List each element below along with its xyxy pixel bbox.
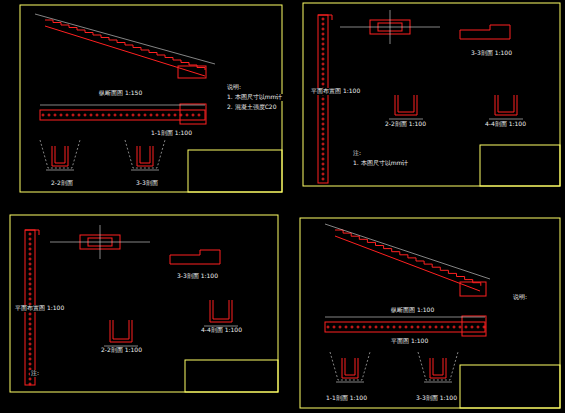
note-text: 说明:: [226, 84, 242, 91]
view-title: 3-3剖面 1:100: [415, 395, 458, 402]
view-title: 3-3剖面 1:100: [470, 50, 513, 57]
view-title: 平面布置图 1:100: [310, 88, 361, 95]
view-title: 1-1剖面 1:100: [150, 130, 193, 137]
note-text: 1. 本图尺寸以mm计: [352, 160, 409, 167]
view-title: 2-2剖面: [50, 180, 74, 187]
note-text: 1. 本图尺寸以mm计: [226, 94, 283, 101]
view-title: 4-4剖面 1:100: [200, 327, 243, 334]
view-title: 4-4剖面 1:100: [484, 121, 527, 128]
note-text: 注:: [352, 150, 362, 157]
view-title: 平面图 1:100: [390, 338, 429, 345]
view-title: 1-1剖面 1:100: [325, 395, 368, 402]
view-title: 纵断面图 1:100: [390, 307, 435, 314]
view-title: 2-2剖面 1:100: [384, 121, 427, 128]
view-title: 纵断面图 1:150: [98, 90, 143, 97]
view-title: 3-3剖面: [135, 180, 159, 187]
view-title: 2-2剖面 1:100: [100, 347, 143, 354]
note-text: 注:: [30, 370, 40, 377]
note-text: 2. 混凝土强度C20: [226, 104, 277, 111]
note-text: 说明:: [512, 294, 528, 301]
view-title: 3-3剖面 1:100: [176, 273, 219, 280]
view-title: 平面布置图 1:100: [14, 305, 65, 312]
